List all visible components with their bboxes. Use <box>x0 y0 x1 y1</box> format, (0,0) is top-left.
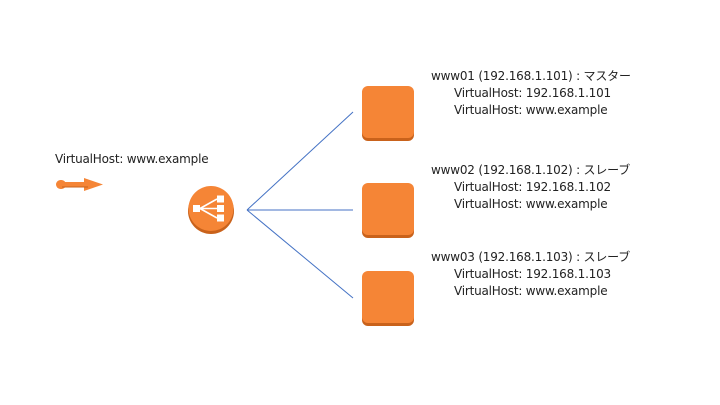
server-icon-www03 <box>362 271 414 326</box>
server-virtualhost-ip: VirtualHost: 192.168.1.103 <box>454 267 611 281</box>
load-balancer-icon <box>188 186 234 234</box>
server-virtualhost-ip: VirtualHost: 192.168.1.102 <box>454 180 611 194</box>
server-label-www02: www02 (192.168.1.102) : スレーブ VirtualHost… <box>431 162 630 213</box>
server-title: www02 (192.168.1.102) : スレーブ <box>431 163 631 177</box>
connectors <box>246 111 354 299</box>
server-virtualhost-name: VirtualHost: www.example <box>454 103 608 117</box>
server-icon-www02 <box>362 183 414 238</box>
client-request-arrow-icon <box>56 178 103 191</box>
connector-www01 <box>246 111 354 211</box>
server-icon-www01 <box>362 86 414 141</box>
client-virtualhost-label: VirtualHost: www.example <box>55 152 209 166</box>
server-virtualhost-name: VirtualHost: www.example <box>454 284 608 298</box>
server-label-www01: www01 (192.168.1.101) : マスター VirtualHost… <box>431 68 631 119</box>
connector-www03 <box>246 209 354 299</box>
server-title: www03 (192.168.1.103) : スレーブ <box>431 250 631 264</box>
server-virtualhost-name: VirtualHost: www.example <box>454 197 608 211</box>
server-label-www03: www03 (192.168.1.103) : スレーブ VirtualHost… <box>431 249 630 300</box>
server-virtualhost-ip: VirtualHost: 192.168.1.101 <box>454 86 611 100</box>
server-title: www01 (192.168.1.101) : マスター <box>431 69 631 83</box>
